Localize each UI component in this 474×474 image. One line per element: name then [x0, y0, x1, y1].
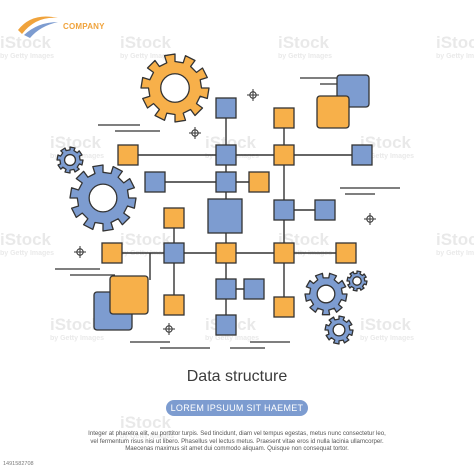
watermark-text: iStock	[360, 133, 412, 152]
body-line: Maecenas maximus sit amet dui commodo al…	[125, 445, 349, 453]
structure-node	[117, 144, 139, 166]
watermark-subtext: by Getty Images	[0, 53, 54, 60]
watermark-subtext: by Getty Images	[278, 53, 332, 60]
watermark-text: iStock	[436, 33, 474, 52]
structure-node	[273, 199, 295, 221]
structure-node	[163, 207, 185, 229]
stock-id: 1491582708	[3, 461, 34, 467]
watermark-subtext: by Getty Images	[436, 250, 474, 257]
crosshair-icon	[74, 246, 86, 258]
structure-node	[351, 144, 373, 166]
gear-icon	[346, 270, 368, 292]
structure-node	[273, 296, 295, 318]
watermark-subtext: by Getty Images	[120, 53, 174, 60]
watermark-subtext: by Getty Images	[50, 335, 104, 342]
structure-node	[215, 278, 237, 300]
structure-node	[215, 97, 237, 119]
company-logo-icon	[18, 16, 58, 38]
watermark-text: iStock	[120, 230, 172, 249]
structure-node	[273, 242, 295, 264]
body-line: Integer at pharetra elit, eu porttitor t…	[88, 430, 386, 437]
watermark-subtext: by Getty Images	[205, 335, 259, 342]
watermark-subtext: by Getty Images	[120, 433, 174, 440]
structure-node	[273, 144, 295, 166]
structure-node	[101, 242, 123, 264]
gear-icon	[140, 53, 210, 123]
structure-node	[248, 171, 270, 193]
structure-nodes	[93, 74, 373, 336]
watermark-subtext: by Getty Images	[0, 250, 54, 257]
body-text: Integer at pharetra elit, eu porttitor t…	[70, 430, 404, 453]
watermark-text: iStock	[50, 315, 102, 334]
gear-icon	[324, 315, 354, 345]
structure-node	[273, 107, 295, 129]
structure-node	[109, 275, 149, 315]
watermark-text: iStock	[50, 133, 102, 152]
crosshair-icon	[163, 323, 175, 335]
structure-node	[144, 171, 166, 193]
watermark-text: iStock	[436, 230, 474, 249]
gears	[56, 53, 368, 345]
watermark-text: iStock	[120, 413, 172, 432]
watermark-text: iStock	[120, 33, 172, 52]
company-name: COMPANY	[63, 22, 105, 31]
gear-icon	[56, 146, 84, 174]
structure-node	[215, 314, 237, 336]
watermark-subtext: by Getty Images	[360, 153, 414, 160]
crosshair-icon	[189, 127, 201, 139]
watermark-subtext: by Getty Images	[436, 53, 474, 60]
structure-node	[207, 198, 243, 234]
structure-node	[243, 278, 265, 300]
subtitle-banner: LOREM IPSUUM SIT HAEMET	[166, 400, 308, 416]
structure-node	[215, 144, 237, 166]
watermark-text: iStock	[360, 315, 412, 334]
structure-node	[335, 242, 357, 264]
structure-node	[215, 171, 237, 193]
body-line: vel fermentum risus nisi ut libero. Phas…	[90, 437, 384, 445]
structure-node	[314, 199, 336, 221]
gear-icon	[304, 272, 348, 316]
gear-icon	[69, 164, 137, 232]
structure-node	[163, 294, 185, 316]
watermark-text: iStock	[278, 33, 330, 52]
crosshair-icon	[364, 213, 376, 225]
watermark-subtext: by Getty Images	[360, 335, 414, 342]
crosshair-icon	[247, 89, 259, 101]
structure-node	[163, 242, 185, 264]
watermark-text: iStock	[0, 33, 52, 52]
structure-node	[316, 95, 350, 129]
watermark-text: iStock	[0, 230, 52, 249]
page-title: Data structure	[186, 368, 288, 385]
decorative-lines	[55, 77, 400, 349]
crosshair-markers	[74, 89, 376, 335]
structure-node	[215, 242, 237, 264]
